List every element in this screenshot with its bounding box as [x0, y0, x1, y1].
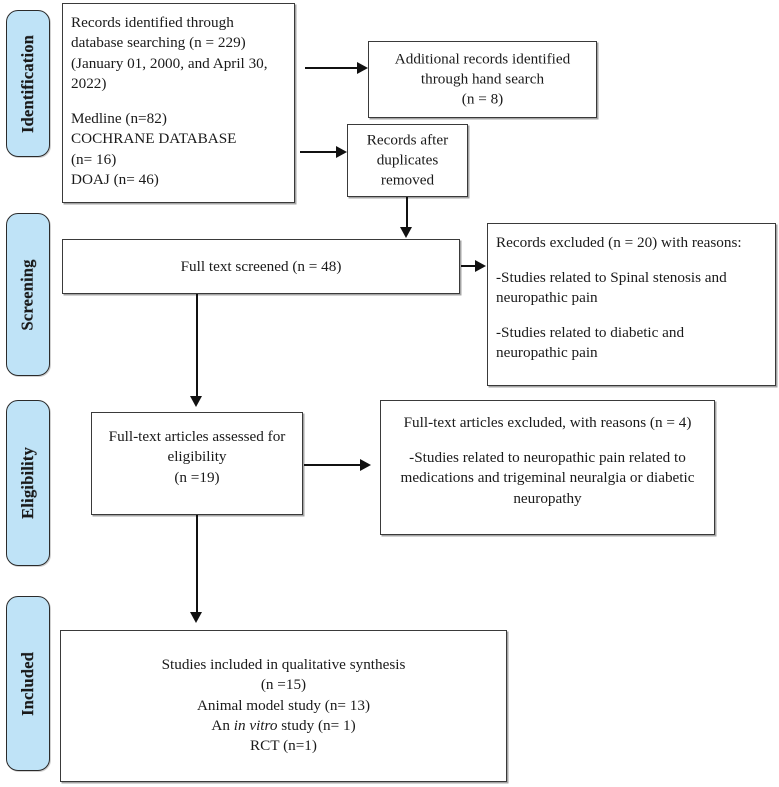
- records-identified-line-7: COCHRANE DATABASE: [71, 130, 237, 148]
- records-excluded-line-6: -Studies related to diabetic and: [496, 323, 685, 341]
- connector-screened-to-assessed: [196, 294, 199, 398]
- studies-included-line-3: Animal model study (n= 13): [196, 696, 371, 714]
- records-excluded-line-3: -Studies related to Spinal stenosis and: [496, 268, 727, 286]
- records-identified-line-2: database searching (n = 229): [71, 34, 246, 52]
- in-vitro-suffix: study (n= 1): [277, 717, 356, 735]
- hand-search-line-2: through hand search: [420, 70, 545, 88]
- records-identified-line-6: Medline (n=82): [71, 109, 167, 127]
- connector-identified-to-duplicates: [300, 151, 337, 154]
- connector-duplicates-to-screened: [406, 197, 409, 230]
- stage-label-eligibility: Eligibility: [6, 400, 50, 566]
- stage-label-included-text: Included: [18, 651, 37, 716]
- records-excluded-line-7: neuropathic pain: [496, 344, 598, 362]
- articles-assessed-line-1: Full-text articles assessed for: [108, 428, 286, 445]
- studies-included-line-1: Studies included in qualitative synthesi…: [161, 656, 406, 674]
- studies-included-line-4: An in vitro study (n= 1): [69, 716, 498, 736]
- box-articles-assessed: Full-text articles assessed for eligibil…: [91, 412, 303, 515]
- records-identified-line-8: (n= 16): [71, 150, 117, 168]
- box-full-text-screened-text: Full text screened (n = 48): [71, 256, 451, 276]
- box-duplicates-removed: Records after duplicates removed: [347, 124, 468, 197]
- articles-excluded-line-4: medications and trigeminal neuralgia or …: [400, 469, 695, 487]
- arrowhead-studies-included: [190, 612, 202, 623]
- in-vitro-prefix: An: [211, 717, 234, 735]
- arrowhead-records-excluded: [475, 260, 486, 272]
- stage-label-screening-text: Screening: [18, 258, 38, 331]
- box-hand-search: Additional records identified through ha…: [368, 41, 597, 118]
- box-records-excluded-text: Records excluded (n = 20) with reasons: …: [496, 233, 767, 364]
- spacer: [71, 94, 286, 108]
- arrowhead-articles-excluded: [360, 459, 371, 471]
- records-identified-line-3: (January 01, 2000, and April 30,: [71, 54, 268, 72]
- arrowhead-articles-assessed: [190, 396, 202, 407]
- duplicates-removed-line-1: Records after: [366, 130, 449, 148]
- arrowhead-full-text-screened: [400, 227, 412, 238]
- spacer: [389, 433, 706, 447]
- box-articles-excluded: Full-text articles excluded, with reason…: [380, 400, 715, 535]
- box-hand-search-text: Additional records identified through ha…: [377, 49, 588, 110]
- box-articles-assessed-text: Full-text articles assessed for eligibil…: [100, 427, 294, 488]
- duplicates-removed-line-2: duplicates: [376, 151, 439, 169]
- arrowhead-duplicates: [336, 146, 347, 158]
- records-identified-line-9: DOAJ (n= 46): [71, 170, 159, 188]
- articles-assessed-line-2: eligibility: [167, 448, 227, 466]
- connector-screened-to-excluded: [461, 265, 476, 268]
- arrowhead-hand-search: [357, 62, 368, 74]
- hand-search-line-3: (n = 8): [461, 90, 504, 108]
- records-excluded-line-4: neuropathic pain: [496, 289, 598, 307]
- stage-label-identification-text: Identification: [18, 34, 38, 133]
- stage-label-identification: Identification: [6, 10, 50, 157]
- duplicates-removed-line-3: removed: [380, 171, 435, 189]
- box-records-excluded: Records excluded (n = 20) with reasons: …: [487, 223, 776, 386]
- box-full-text-screened: Full text screened (n = 48): [62, 239, 460, 294]
- box-articles-excluded-text: Full-text articles excluded, with reason…: [389, 413, 706, 509]
- box-studies-included: Studies included in qualitative synthesi…: [60, 630, 507, 782]
- box-records-identified: Records identified through database sear…: [62, 3, 295, 203]
- articles-assessed-line-3: (n =19): [174, 468, 220, 486]
- hand-search-line-1: Additional records identified: [394, 49, 571, 67]
- spacer: [496, 253, 767, 267]
- connector-assessed-to-excluded: [304, 464, 361, 467]
- articles-excluded-line-5: neuropathy: [513, 489, 582, 507]
- box-duplicates-removed-text: Records after duplicates removed: [356, 130, 459, 191]
- articles-excluded-line-3: -Studies related to neuropathic pain rel…: [409, 448, 686, 466]
- records-excluded-line-1: Records excluded (n = 20) with reasons:: [496, 234, 742, 251]
- spacer: [496, 309, 767, 323]
- connector-identified-to-hand-search: [305, 67, 357, 70]
- records-identified-line-4: 2022): [71, 75, 107, 93]
- stage-label-screening: Screening: [6, 213, 50, 376]
- box-studies-included-text: Studies included in qualitative synthesi…: [69, 655, 498, 757]
- records-identified-line-1: Records identified through: [71, 14, 234, 31]
- box-records-identified-text: Records identified through database sear…: [71, 13, 286, 190]
- in-vitro-italic: in vitro: [233, 717, 278, 735]
- stage-label-included: Included: [6, 596, 50, 771]
- connector-assessed-to-included: [196, 515, 199, 615]
- stage-label-eligibility-text: Eligibility: [18, 447, 38, 519]
- studies-included-line-5: RCT (n=1): [250, 737, 317, 755]
- articles-excluded-line-1: Full-text articles excluded, with reason…: [403, 414, 692, 431]
- studies-included-line-2: (n =15): [260, 676, 307, 694]
- full-text-screened-line-1: Full text screened (n = 48): [180, 257, 342, 275]
